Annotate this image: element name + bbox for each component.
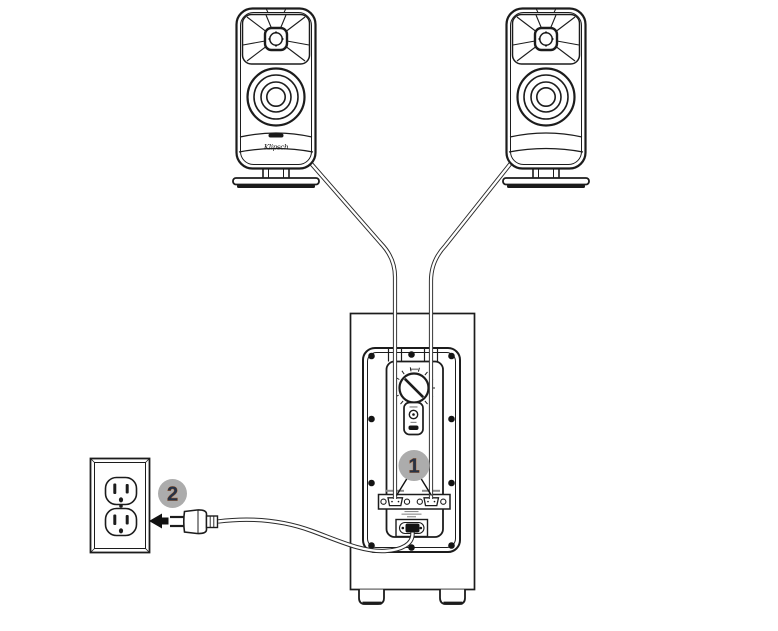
tweeter-horn bbox=[511, 13, 581, 65]
knob-pointer bbox=[403, 377, 425, 399]
left-speaker: Klipsch bbox=[232, 7, 320, 188]
right-speaker-stand bbox=[502, 164, 590, 188]
subwoofer-feet bbox=[358, 589, 466, 605]
cabinet-top-notch bbox=[265, 8, 287, 13]
inlet-label-smudge bbox=[401, 513, 422, 515]
stand-base bbox=[232, 177, 320, 186]
cabinet-ridge bbox=[508, 147, 584, 153]
speaker-connector-right bbox=[416, 497, 447, 507]
arrow-left-icon bbox=[149, 513, 169, 529]
cabinet-top-notch bbox=[535, 8, 557, 13]
inlet-plug bbox=[405, 523, 420, 533]
speaker-connector-left bbox=[380, 497, 411, 507]
outlet-receptacle-top bbox=[104, 476, 138, 506]
callout-1-number: 1 bbox=[408, 456, 419, 478]
inlet-label-smudge bbox=[404, 511, 419, 513]
callout-1-leader bbox=[395, 478, 408, 496]
plug-body bbox=[182, 509, 208, 535]
amp-plate-screws bbox=[368, 351, 455, 551]
aux-label-smudge bbox=[409, 406, 418, 408]
knob-label-smudge bbox=[410, 368, 418, 371]
brand-logo: Klipsch bbox=[263, 143, 289, 152]
left-speaker-cable bbox=[306, 158, 398, 499]
outlet-slot bbox=[113, 483, 117, 494]
callout-1: 1 bbox=[395, 450, 433, 496]
power-plug bbox=[170, 509, 219, 535]
cabinet-ridge bbox=[509, 132, 583, 138]
woofer bbox=[246, 67, 306, 127]
outlet-receptacle-bottom bbox=[104, 507, 138, 537]
callout-2-number: 2 bbox=[167, 484, 178, 506]
aux-input-block bbox=[403, 401, 424, 436]
right-speaker bbox=[502, 7, 590, 188]
outlet-plate-bevels bbox=[90, 458, 150, 553]
cabinet-ridge bbox=[239, 132, 313, 138]
outlet-ground-hole bbox=[118, 497, 124, 503]
stand-base-shadow bbox=[507, 184, 585, 188]
woofer bbox=[516, 67, 576, 127]
power-cable bbox=[217, 517, 420, 554]
tweeter-hub bbox=[263, 26, 289, 52]
callout-1-leader bbox=[420, 478, 433, 496]
outlet-slot bbox=[113, 514, 117, 525]
port-label-smudge bbox=[410, 421, 417, 423]
plug-ferrule bbox=[205, 515, 219, 529]
cabinet-ridge bbox=[238, 147, 314, 153]
bass-port bbox=[268, 133, 284, 138]
inlet-label-smudge bbox=[407, 516, 416, 518]
callout-2-badge bbox=[158, 479, 187, 508]
outlet-center-screw bbox=[119, 504, 123, 508]
tweeter-horn bbox=[241, 13, 311, 65]
usb-port-icon bbox=[408, 425, 419, 430]
stand-base bbox=[502, 177, 590, 186]
stand-base-shadow bbox=[237, 184, 315, 188]
cable-entry-ticks bbox=[387, 349, 439, 362]
outlet-slot bbox=[125, 515, 129, 525]
wall-outlet bbox=[89, 457, 151, 554]
callout-1-badge bbox=[398, 450, 430, 481]
callout-2: 2 bbox=[158, 479, 187, 508]
tweeter-hub bbox=[533, 26, 559, 52]
outlet-ground-hole bbox=[118, 528, 124, 534]
outlet-slot bbox=[125, 484, 129, 494]
right-speaker-cable bbox=[428, 161, 513, 499]
